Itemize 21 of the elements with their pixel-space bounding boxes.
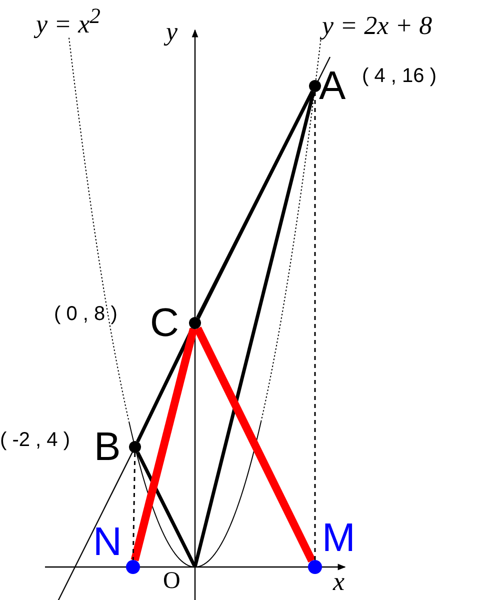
line-segment — [196, 90, 314, 318]
line-segment — [193, 91, 316, 568]
dashed-line — [132, 452, 136, 560]
point-label: B — [94, 424, 121, 470]
coordinate-label: ( -2 , 4 ) — [0, 428, 70, 452]
line-segment — [130, 328, 198, 562]
point-label: A — [319, 63, 346, 109]
axis-label: x — [333, 568, 345, 596]
equation-label: y = 2x + 8 — [322, 12, 432, 40]
line-segment — [136, 328, 194, 442]
point-label: N — [93, 519, 122, 565]
point-label: C — [150, 300, 179, 346]
point-label: M — [322, 515, 356, 561]
coordinate-label: ( 4 , 16 ) — [362, 64, 436, 88]
point-label: O — [163, 567, 180, 595]
equation-label: y = x$^{2}$ — [36, 2, 100, 39]
axis-label: y — [166, 18, 178, 46]
line-segment — [194, 326, 316, 562]
dashed-line — [314, 92, 316, 560]
coordinate-label: ( 0 , 8 ) — [54, 302, 118, 326]
line-segment — [136, 452, 197, 568]
